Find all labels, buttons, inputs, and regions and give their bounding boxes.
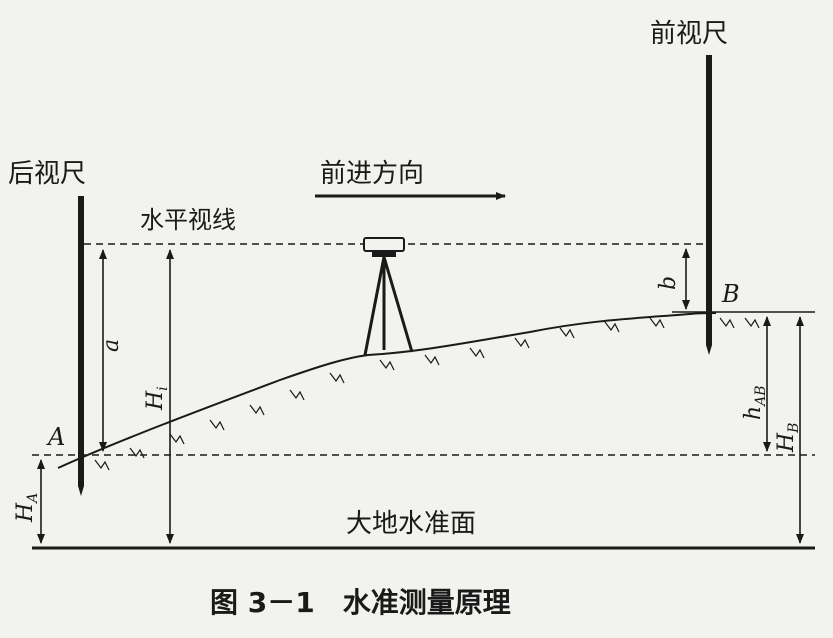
height-i-label: Hi (143, 386, 171, 411)
height-b-label: HB (774, 423, 802, 453)
reading-a-label: a (99, 339, 124, 352)
level-instrument (363, 237, 414, 356)
terrain-hatching (94, 317, 760, 471)
height-a-label: HA (13, 493, 41, 523)
point-b-label: B (721, 280, 740, 308)
reading-b-label: b (656, 276, 681, 290)
direction-label: 前进方向 (320, 159, 424, 189)
back-staff-label: 后视尺 (8, 159, 86, 189)
front-staff-label: 前视尺 (650, 19, 728, 49)
datum-label: 大地水准面 (346, 509, 476, 539)
height-ab-label: hAB (741, 385, 769, 420)
front-staff-tip (706, 345, 712, 355)
front-staff (706, 55, 712, 345)
back-staff (78, 196, 84, 486)
back-staff-tip (78, 486, 84, 496)
point-a-label: A (46, 423, 65, 451)
figure-caption: 图 3－1 水准测量原理 (210, 586, 511, 619)
sight-line-label: 水平视线 (140, 206, 236, 234)
terrain-profile (57, 312, 717, 469)
